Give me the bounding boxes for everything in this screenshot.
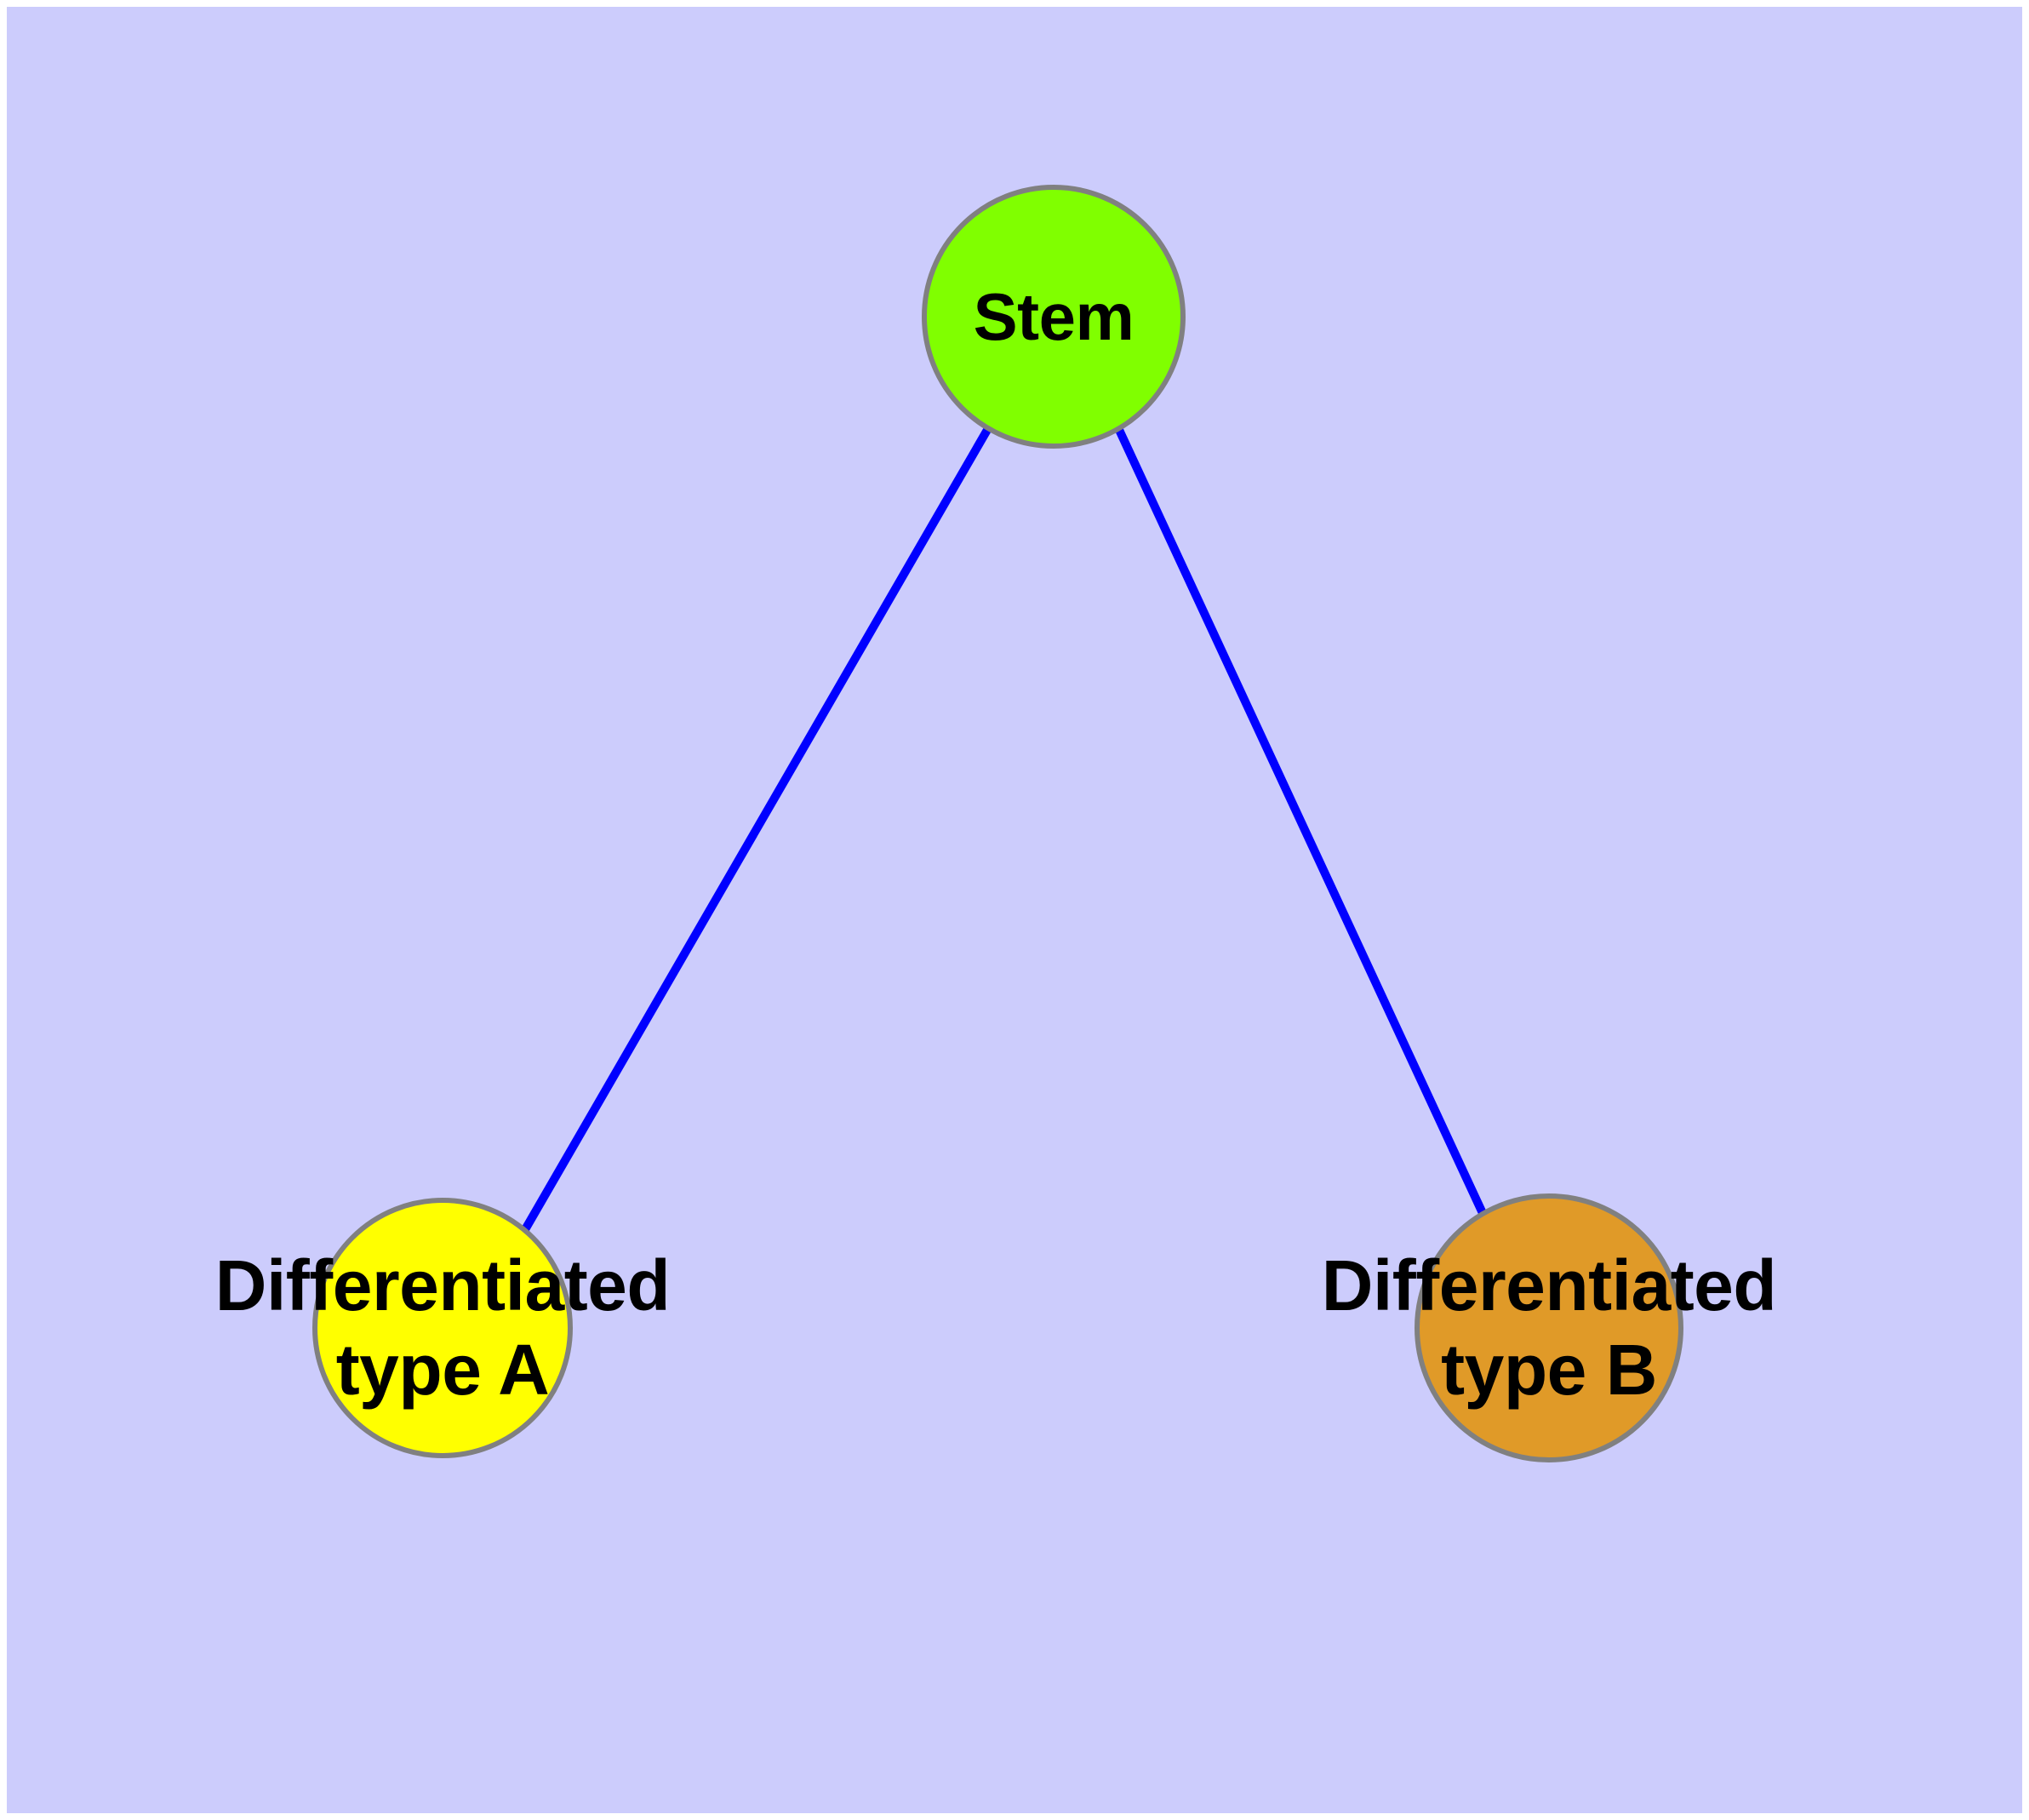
graph-node-diff-a[interactable] <box>312 1198 573 1458</box>
node-layer <box>312 185 1683 1462</box>
graph-node-stem[interactable] <box>922 185 1186 449</box>
graph-edge-stem-to-diff-b <box>1115 427 1492 1227</box>
graph-edge-stem-to-diff-a <box>517 427 992 1239</box>
graph-node-diff-b[interactable] <box>1415 1193 1683 1462</box>
edge-layer <box>517 427 1492 1239</box>
